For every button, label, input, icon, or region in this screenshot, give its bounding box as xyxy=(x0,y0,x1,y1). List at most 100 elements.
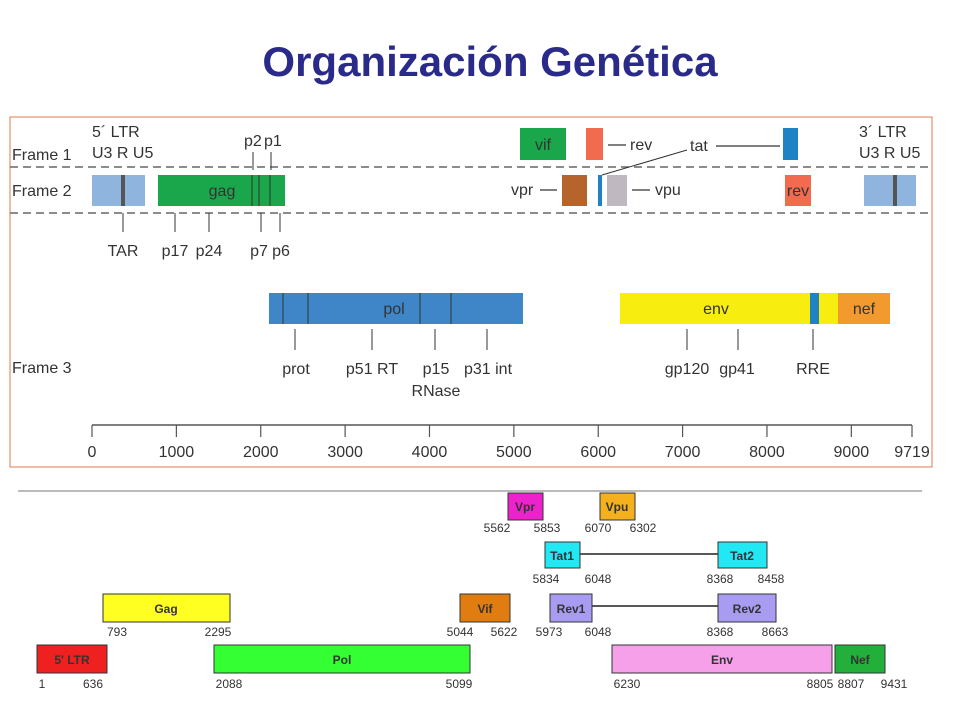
p31int-label: p31 int xyxy=(464,361,513,378)
axis-tick-label: 4000 xyxy=(412,444,448,461)
env-gene-box xyxy=(611,644,833,674)
p1-label: p1 xyxy=(264,133,282,150)
ltr-gene-label: 5' LTR xyxy=(54,653,90,667)
ltr-start: 1 xyxy=(39,677,46,691)
tat-box-frame1 xyxy=(783,128,798,160)
nef-box xyxy=(838,293,890,324)
pol-gene-box xyxy=(213,644,471,674)
vpr-gene-box xyxy=(507,492,544,521)
rev2-start: 8368 xyxy=(707,625,734,639)
vpu-start: 6070 xyxy=(585,521,612,535)
axis-tick-label: 2000 xyxy=(243,444,279,461)
vpu-box xyxy=(607,175,627,206)
frame-2-label: Frame 2 xyxy=(12,183,72,200)
gp120-label: gp120 xyxy=(665,361,710,378)
axis-tick-label: 1000 xyxy=(159,444,195,461)
tat1-end: 6048 xyxy=(585,572,612,586)
axis-tick-label: 3000 xyxy=(327,444,363,461)
rev1-gene-box xyxy=(549,593,593,623)
p6-label: p6 xyxy=(272,243,290,260)
tat-box-frame2 xyxy=(598,175,602,206)
ltr5-label: 5´ LTR xyxy=(92,124,140,141)
vif-end: 5622 xyxy=(491,625,518,639)
nef-start: 8807 xyxy=(838,677,865,691)
TAR-label: TAR xyxy=(108,243,139,260)
gp41-label: gp41 xyxy=(719,361,755,378)
p2-label: p2 xyxy=(244,133,262,150)
ltr3-box xyxy=(864,175,916,206)
tat1-start: 5834 xyxy=(533,572,560,586)
axis-tick-label: 5000 xyxy=(496,444,532,461)
pol-start: 2088 xyxy=(216,677,243,691)
rev-box-label: rev xyxy=(787,183,809,200)
rre-box xyxy=(810,293,819,324)
rev-box-frame1 xyxy=(586,128,603,160)
rev-label: rev xyxy=(630,137,652,154)
ltr5-box xyxy=(92,175,145,206)
tat2-gene-label: Tat2 xyxy=(730,549,754,563)
nef-box-label: nef xyxy=(853,301,876,318)
nef-gene-box xyxy=(834,644,886,674)
ltr3-box-mark xyxy=(893,175,897,206)
vpu-label: vpu xyxy=(655,182,681,199)
gag-gene-box xyxy=(102,593,231,623)
gag-box-label: gag xyxy=(209,183,236,200)
gag-start: 793 xyxy=(107,625,127,639)
pol-gene-label: Pol xyxy=(333,653,352,667)
p24-label: p24 xyxy=(196,243,223,260)
vif-gene-box xyxy=(459,593,511,623)
tat-pointer-line xyxy=(601,149,688,176)
ltr3-label: 3´ LTR xyxy=(859,124,907,141)
vpr-box xyxy=(562,175,587,206)
vpr-end: 5853 xyxy=(534,521,561,535)
axis-tick-label: 9000 xyxy=(834,444,870,461)
frame-3-label: Frame 3 xyxy=(12,360,72,377)
ltr5-box-mark xyxy=(121,175,125,206)
vif-start: 5044 xyxy=(447,625,474,639)
vpu-end: 6302 xyxy=(630,521,657,535)
RRE-label: RRE xyxy=(796,361,830,378)
gag-end: 2295 xyxy=(205,625,232,639)
vpr-gene-label: Vpr xyxy=(515,500,535,514)
rev1-gene-label: Rev1 xyxy=(557,602,586,616)
env-start: 6230 xyxy=(614,677,641,691)
env-gene-label: Env xyxy=(711,653,733,667)
env-end: 8805 xyxy=(807,677,834,691)
rev2-gene-box xyxy=(717,593,777,623)
vpr-start: 5562 xyxy=(484,521,511,535)
ltr-end: 636 xyxy=(83,677,103,691)
p51RT-label: p51 RT xyxy=(346,361,398,378)
pol-box-label: pol xyxy=(383,301,404,318)
ltr5-sub-label: U3 R U5 xyxy=(92,145,153,162)
vpr-label: vpr xyxy=(511,182,534,199)
prot-label: prot xyxy=(282,361,310,378)
axis-tick-label: 9719 xyxy=(894,444,930,461)
rev2-end: 8663 xyxy=(762,625,789,639)
page-title: Organización Genética xyxy=(262,38,718,85)
rev2-gene-label: Rev2 xyxy=(733,602,762,616)
rev1-end: 6048 xyxy=(585,625,612,639)
vif-box xyxy=(520,128,566,160)
tat2-start: 8368 xyxy=(707,572,734,586)
frame-1-label: Frame 1 xyxy=(12,147,72,164)
vif-box-label: vif xyxy=(535,137,552,154)
vpu-gene-box xyxy=(599,492,636,521)
axis-tick-label: 6000 xyxy=(580,444,616,461)
axis-tick-label: 7000 xyxy=(665,444,701,461)
RNase-label: RNase xyxy=(412,383,461,400)
env-box xyxy=(620,293,838,324)
rev-box-frame2 xyxy=(785,175,811,206)
nef-end: 9431 xyxy=(881,677,908,691)
gag-gene-label: Gag xyxy=(154,602,177,616)
tat2-end: 8458 xyxy=(758,572,785,586)
tat2-gene-box xyxy=(717,541,768,569)
pol-box xyxy=(269,293,523,324)
tat-label: tat xyxy=(690,138,708,155)
env-box-label: env xyxy=(703,301,729,318)
p15-label: p15 xyxy=(423,361,450,378)
axis-tick-label: 0 xyxy=(88,444,97,461)
gag-box xyxy=(158,175,285,206)
p7-label: p7 xyxy=(250,243,268,260)
